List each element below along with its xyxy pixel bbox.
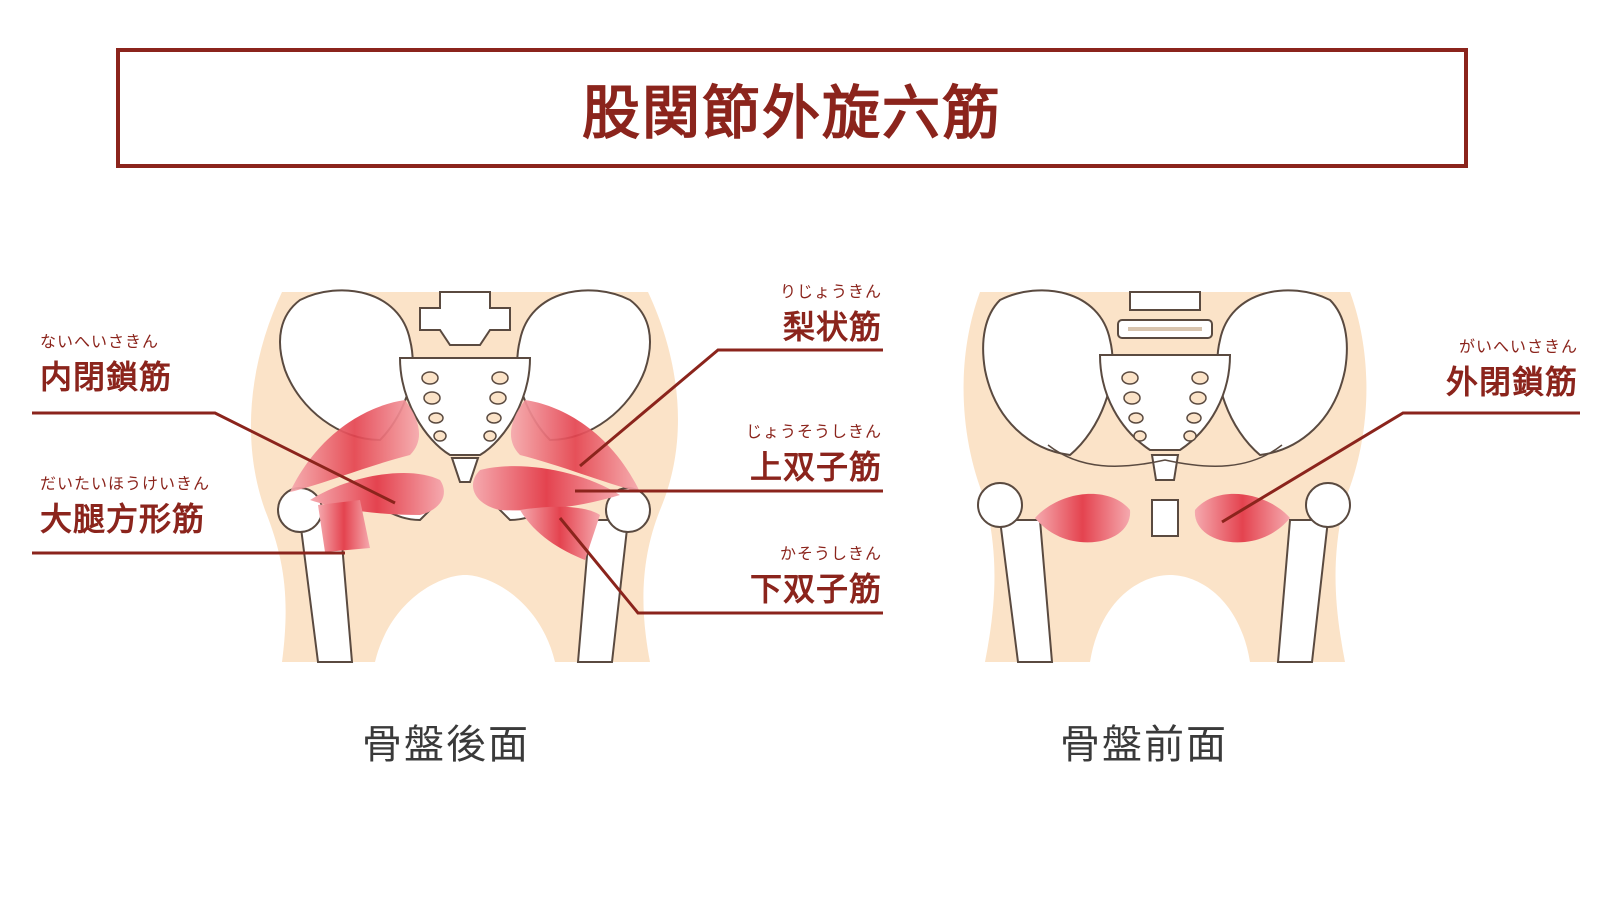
posterior-view-caption: 骨盤後面	[362, 722, 530, 768]
ruby-gemellus-superior: じょうそうしきん	[745, 422, 882, 441]
ruby-quadratus-femoris: だいたいほうけいきん	[40, 474, 211, 493]
label-gemellus-superior: じょうそうしきん 上双子筋	[746, 418, 882, 488]
anterior-vertebra	[1129, 291, 1201, 311]
page-title: 股関節外旋六筋	[581, 79, 1002, 147]
obturator-externus-muscle-left	[1035, 493, 1131, 543]
posterior-pelvis-illustration	[250, 289, 678, 663]
piriformis-muscle-right	[510, 400, 640, 492]
pubic-symphysis	[1151, 499, 1179, 537]
anterior-left-femur	[998, 519, 1054, 663]
anterior-left-ilium	[982, 289, 1114, 457]
label-obturator-internus: ないへいさきん 内閉鎖筋	[40, 328, 172, 398]
anterior-pelvis-illustration	[963, 289, 1367, 663]
obturator-externus-muscle-right	[1194, 493, 1290, 543]
ruby-obturator-internus: ないへいさきん	[40, 332, 160, 351]
name-quadratus-femoris: 大腿方形筋	[40, 500, 206, 538]
quadratus-femoris-muscle-left	[318, 500, 370, 552]
name-gemellus-superior: 上双子筋	[749, 448, 882, 486]
obturator-internus-muscle-right	[472, 466, 620, 511]
posterior-leader-lines	[32, 348, 883, 615]
name-obturator-internus: 内閉鎖筋	[40, 358, 173, 396]
gemellus-inferior-muscle-right	[520, 506, 600, 560]
ruby-piriformis: りじょうきん	[779, 282, 882, 301]
anterior-right-ilium	[1216, 289, 1348, 457]
title-box: 股関節外旋六筋	[116, 48, 1468, 168]
label-piriformis: りじょうきん 梨状筋	[780, 278, 882, 348]
name-obturator-externus: 外閉鎖筋	[1445, 363, 1578, 401]
posterior-coccyx	[450, 457, 480, 483]
ruby-obturator-externus: がいへいさきん	[1458, 337, 1578, 356]
name-gemellus-inferior: 下双子筋	[749, 570, 882, 608]
anterior-view-caption: 骨盤前面	[1060, 722, 1228, 768]
label-quadratus-femoris: だいたいほうけいきん 大腿方形筋	[40, 470, 210, 540]
posterior-vertebra	[419, 291, 511, 346]
label-gemellus-inferior: かそうしきん 下双子筋	[750, 540, 882, 610]
label-obturator-externus: がいへいさきん 外閉鎖筋	[1446, 333, 1578, 403]
piriformis-muscle-left	[290, 400, 420, 492]
name-piriformis: 梨状筋	[782, 308, 882, 346]
anterior-leader-lines	[1221, 411, 1580, 524]
ruby-gemellus-inferior: かそうしきん	[779, 544, 882, 563]
